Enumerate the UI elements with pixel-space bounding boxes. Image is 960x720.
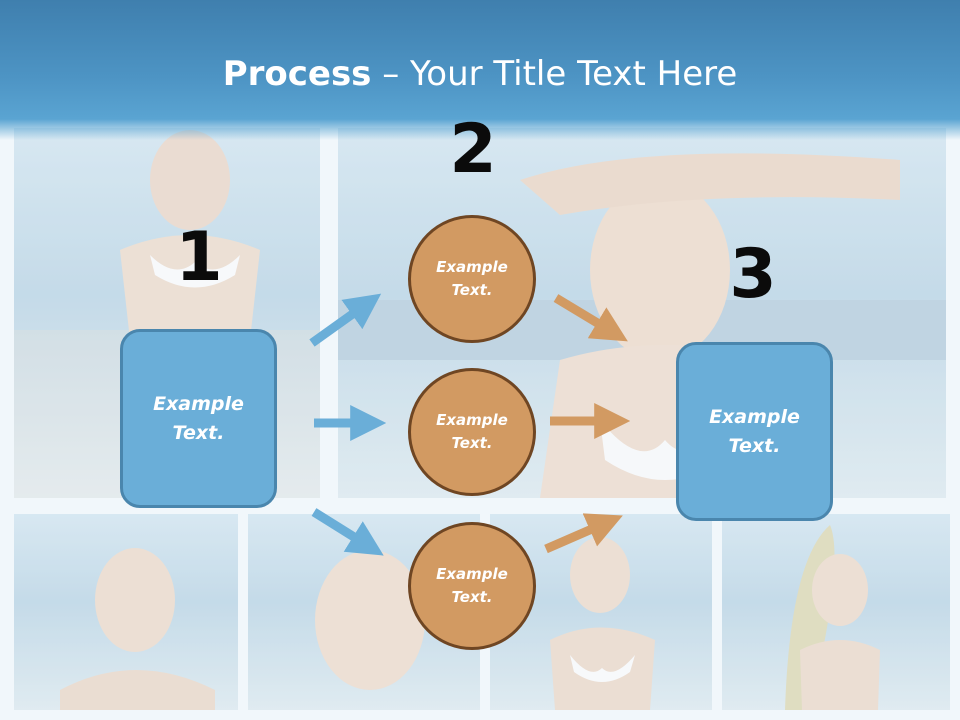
circle-bottom-line1: Example [436,565,508,583]
photo-bottom-1 [14,514,238,710]
step-number-3: 3 [729,235,777,314]
title-bold: Process [222,54,372,94]
title-rest: – Your Title Text Here [371,54,738,94]
circle-middle: Example Text. [408,368,536,496]
circle-bottom-line2: Text. [451,588,493,606]
arrow-circle-bottom-to-box [544,513,623,554]
circle-top-line2: Text. [451,281,493,299]
right-box-line1: Example [709,405,800,428]
slide-title: Process – Your Title Text Here [0,52,960,96]
step-number-1: 1 [175,218,223,297]
right-process-box: Example Text. [676,342,833,521]
circle-top: Example Text. [408,215,536,343]
circle-top-line1: Example [436,258,508,276]
arrow-circle-top-to-box [553,294,628,342]
circle-middle-line2: Text. [451,434,493,452]
title-banner [0,0,960,140]
left-box-line2: Text. [172,421,225,444]
arrow-box-to-circle-top [309,293,382,347]
photo-bottom-4-surfboard [722,514,950,710]
right-box-line2: Text. [728,434,781,457]
circle-middle-line1: Example [436,411,508,429]
arrow-box-to-circle-bottom [311,508,384,556]
circle-bottom: Example Text. [408,522,536,650]
left-process-box: Example Text. [120,329,277,508]
step-number-2: 2 [449,110,497,189]
left-box-line1: Example [153,392,244,415]
